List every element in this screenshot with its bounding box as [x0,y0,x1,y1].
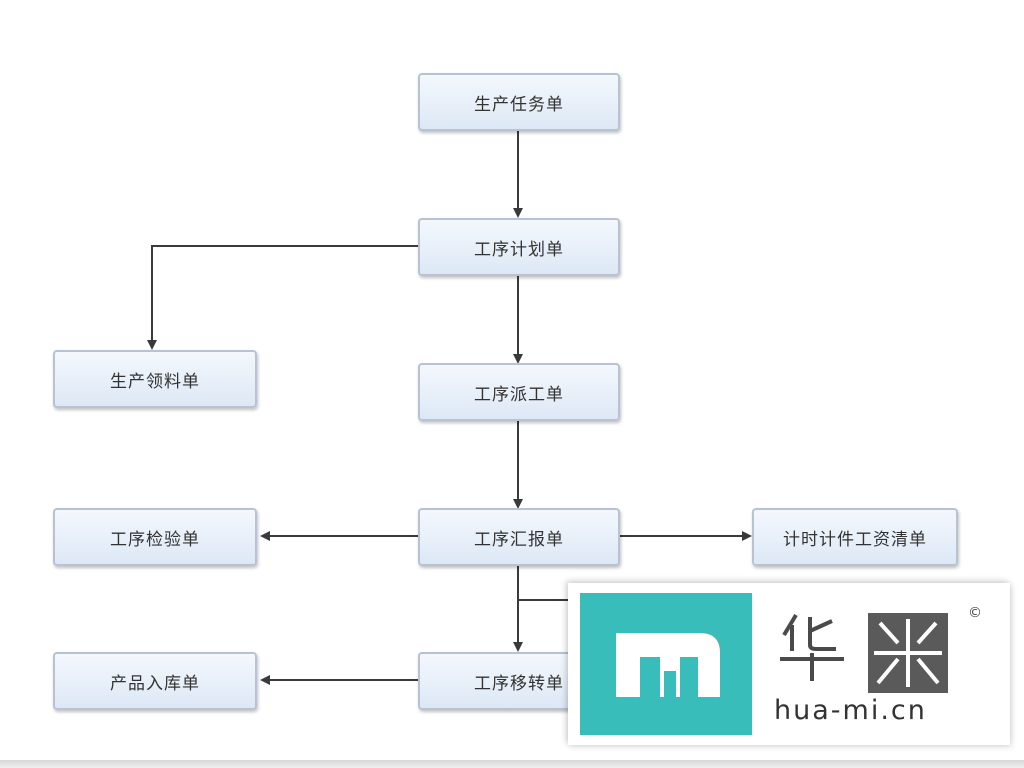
brand-domain: hua-mi.cn [774,695,927,726]
connector-plan-to-requisition [147,245,418,350]
brand-mark-icon [580,593,752,735]
node-production-requisition[interactable]: 生产领料单 [53,350,257,408]
node-piece-wage-order[interactable]: 计时计件工资清单 [752,508,958,566]
watermark-logo: © hua-mi.cn [568,583,1010,745]
node-process-inspection-order[interactable]: 工序检验单 [53,508,257,566]
copyright-mark: © [968,605,982,621]
brand-hua-glyph-icon [776,609,848,681]
brand-mi-glyph-icon [868,613,948,693]
node-production-task-order[interactable]: 生产任务单 [418,73,620,131]
node-process-plan-order[interactable]: 工序计划单 [418,218,620,276]
node-product-storage-order[interactable]: 产品入库单 [53,652,257,710]
node-process-dispatch-order[interactable]: 工序派工单 [418,363,620,421]
bottom-divider [0,760,1024,768]
node-process-report-order[interactable]: 工序汇报单 [418,508,620,566]
